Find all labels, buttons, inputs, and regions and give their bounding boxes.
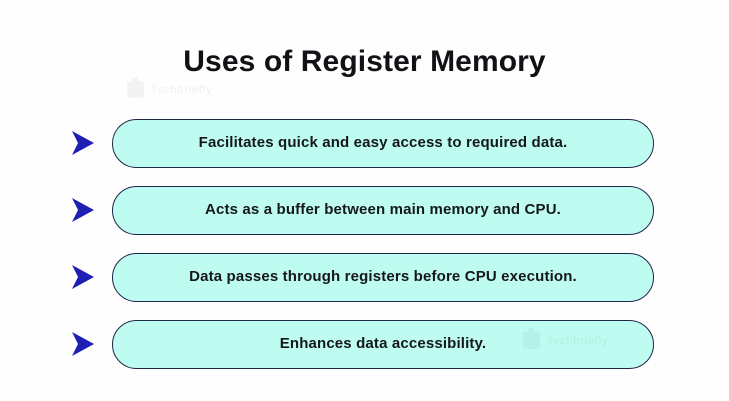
bullet-text: Enhances data accessibility. [279, 335, 487, 352]
list-item[interactable]: Acts as a buffer between main memory and… [0, 185, 729, 235]
bullet-list: Facilitates quick and easy access to req… [0, 118, 729, 369]
list-item[interactable]: Facilitates quick and easy access to req… [0, 118, 729, 168]
bullet-pill[interactable]: Enhances data accessibility. [112, 319, 654, 369]
list-item[interactable]: Data passes through registers before CPU… [0, 252, 729, 302]
bullet-text: Facilitates quick and easy access to req… [198, 134, 568, 151]
arrow-right-icon [70, 129, 96, 157]
bullet-pill[interactable]: Data passes through registers before CPU… [112, 252, 654, 302]
arrow-right-icon [70, 196, 96, 224]
watermark-logo-icon [127, 77, 144, 98]
watermark-title-label: Techbriefly [151, 83, 213, 96]
watermark-title: Techbriefly [127, 77, 213, 98]
arrow-right-icon [70, 263, 96, 291]
title-area: Uses of Register Memory [0, 44, 729, 80]
list-item[interactable]: Enhances data accessibility. [0, 319, 729, 369]
bullet-pill[interactable]: Acts as a buffer between main memory and… [112, 185, 654, 235]
bullet-text: Data passes through registers before CPU… [189, 268, 577, 285]
page-title: Uses of Register Memory [183, 45, 546, 78]
bullet-pill[interactable]: Facilitates quick and easy access to req… [112, 118, 654, 168]
bullet-text: Acts as a buffer between main memory and… [204, 201, 561, 218]
arrow-right-icon [70, 330, 96, 358]
